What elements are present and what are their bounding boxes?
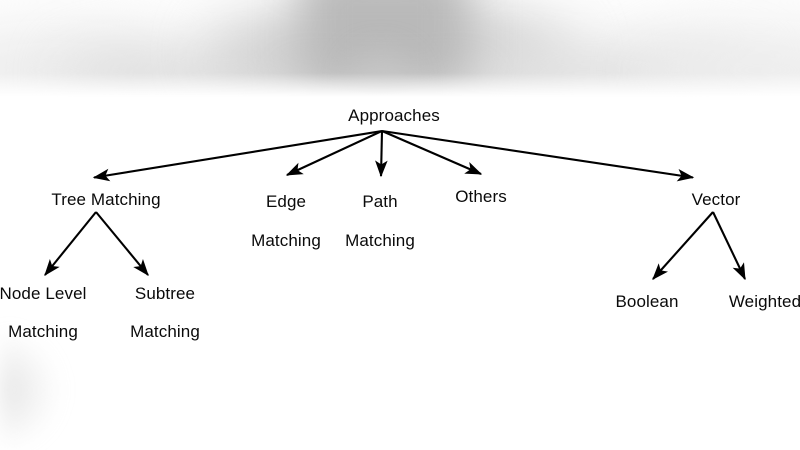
blur-fade-edge xyxy=(0,73,800,99)
node-path-matching-line2: Matching xyxy=(345,231,415,250)
node-path-matching-line1: Path xyxy=(362,192,398,211)
node-weighted: Weighted xyxy=(728,292,800,311)
node-subtree-matching-line2: Matching xyxy=(130,322,200,341)
edge-approaches-to-edge-matching xyxy=(285,130,383,176)
edge-approaches-to-others xyxy=(381,130,483,175)
node-vector: Vector xyxy=(691,190,741,209)
edge-vector-to-weighted xyxy=(712,211,746,281)
node-boolean: Boolean xyxy=(615,292,679,311)
node-edge-matching-line1: Edge xyxy=(265,192,307,211)
node-node-level-matching-line1: Node Level xyxy=(0,284,87,303)
edge-vector-to-boolean xyxy=(652,211,714,280)
edge-approaches-to-tree-matching xyxy=(92,129,383,182)
edge-approaches-to-path-matching xyxy=(375,130,388,178)
node-others: Others xyxy=(455,187,507,206)
node-node-level-matching-line2: Matching xyxy=(8,322,78,341)
blurred-header-band xyxy=(0,0,800,99)
node-edge-matching-line2: Matching xyxy=(251,231,321,250)
node-subtree-matching-line1: Subtree xyxy=(134,284,196,303)
edge-tree-matching-to-node-level xyxy=(44,211,97,276)
node-tree-matching: Tree Matching xyxy=(51,190,161,209)
edge-approaches-to-vector xyxy=(381,129,695,182)
edge-tree-matching-to-subtree xyxy=(95,211,149,276)
node-approaches: Approaches xyxy=(348,106,440,125)
left-edge-wash xyxy=(0,330,60,450)
